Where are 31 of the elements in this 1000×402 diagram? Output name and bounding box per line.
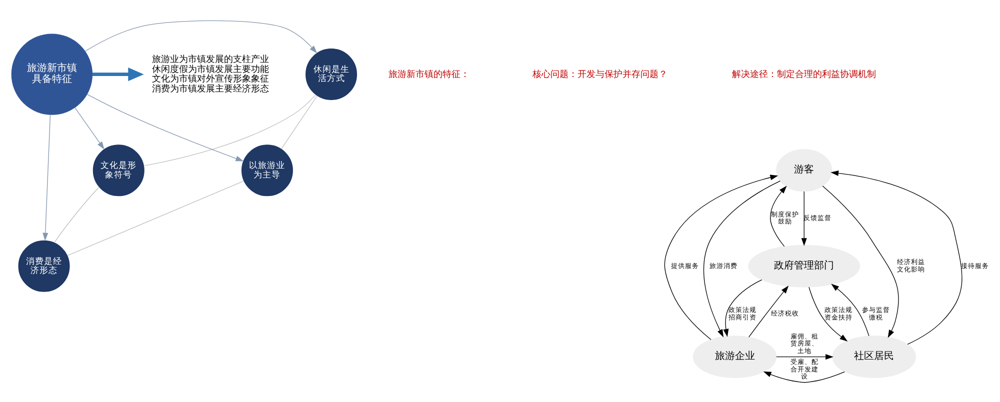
connector [144, 94, 316, 166]
node-ellipse: 政府管理部门 [748, 244, 860, 287]
connector [54, 186, 99, 242]
arrow [74, 106, 104, 149]
node-circle: 休闲是生活方式 [304, 47, 358, 100]
node-ellipse: 游客 [776, 148, 832, 192]
arrow [723, 279, 762, 336]
arrow [776, 354, 834, 360]
arrow [808, 286, 848, 341]
label: 解决途径：制定合理的利益协调机制 [732, 68, 876, 80]
arrow [770, 185, 787, 246]
arrow [748, 285, 789, 337]
arrow [84, 20, 318, 53]
node-text: 旅游业为市镇发展的支柱产业 休闲度假为市镇发展主要功能 文化为市镇对外宣传形象象征 消费为市镇发展主要经济形态 [152, 53, 269, 94]
arrow [703, 180, 780, 337]
arrow [831, 283, 870, 336]
arrow [92, 66, 144, 81]
arrow [86, 93, 244, 161]
node-circle: 消费是经济形态 [18, 239, 70, 292]
connector [68, 180, 244, 256]
connector [281, 95, 318, 148]
arrow [42, 114, 51, 240]
arrow [664, 174, 778, 340]
arrow [822, 185, 899, 338]
node-circle: 以旅游业为主导 [240, 143, 294, 196]
label: 核心问题：开发与保护并存问题？ [532, 68, 668, 80]
arrow [763, 370, 845, 382]
label: 旅游新市镇的特征： [388, 68, 470, 80]
node-circle: 文化是形象符号 [92, 143, 146, 196]
arrow [830, 170, 962, 344]
node-circle: 旅游新市镇具备特征 [11, 33, 93, 114]
